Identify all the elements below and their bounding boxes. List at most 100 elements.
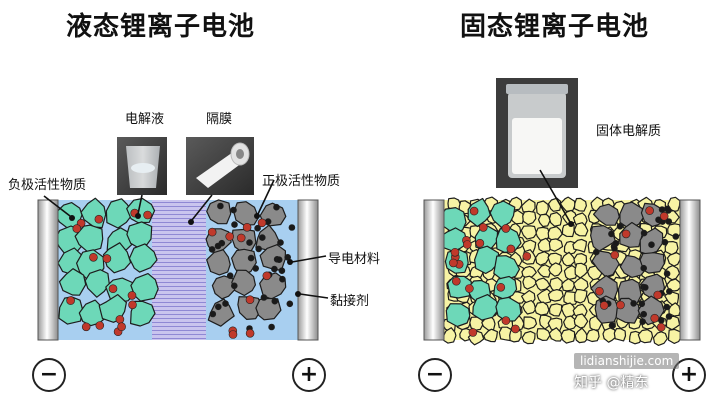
solid-electrolyte-particle	[537, 237, 552, 253]
binder-black-dot	[592, 248, 600, 256]
anode-particle	[467, 197, 491, 228]
solid-electrolyte-particle	[637, 329, 654, 344]
anode-particle	[489, 200, 516, 229]
solid-electrolyte-particle	[498, 326, 514, 342]
solid-electrolyte-particle	[522, 275, 538, 290]
anode-particle	[105, 198, 134, 229]
conductive-red-dot	[245, 295, 255, 305]
solid-electrolyte-particle	[666, 252, 681, 267]
binder-black-dot	[246, 239, 253, 246]
conductive-red-dot	[448, 258, 458, 268]
binder-black-dot	[661, 238, 669, 246]
solid-electrolyte-particle	[483, 328, 498, 343]
conductive-red-dot	[245, 328, 255, 338]
anode-particle	[130, 300, 156, 327]
conductive-dots-solid	[448, 205, 680, 337]
anode-particles-solid	[439, 197, 522, 328]
solid-electrolyte-particle	[537, 213, 551, 228]
label-cathode-material: 正极活性物质	[262, 174, 341, 189]
solid-electrolyte-particle	[667, 328, 683, 344]
conductive-red-dot	[117, 322, 126, 332]
solid-electrolyte-particle	[536, 288, 553, 305]
conductive-red-dot	[616, 300, 625, 310]
cathode-particle	[259, 244, 286, 271]
binder-black-dot	[278, 267, 286, 275]
cathode-particle	[594, 295, 620, 324]
binder-black-dot	[658, 206, 666, 213]
solid-electrolyte-particle	[548, 238, 564, 252]
solid-electrolyte-particle	[560, 328, 576, 344]
binder-black-dot	[665, 313, 673, 320]
solid-electrolyte-particle	[667, 196, 681, 213]
cathode-particle	[619, 221, 644, 248]
binder-black-dot	[608, 322, 616, 329]
anode-particle	[74, 224, 104, 253]
binder-black-dot	[641, 284, 649, 291]
solid-electrolyte-particle	[574, 327, 589, 344]
solid-electrolyte-particle	[521, 330, 536, 345]
conductive-red-dot	[478, 223, 488, 232]
anode-particle	[58, 296, 84, 325]
binder-black-dot	[260, 294, 268, 301]
binder-black-dot	[247, 254, 255, 262]
binder-black-dot	[275, 256, 283, 264]
conductive-red-dot	[650, 313, 660, 323]
label-electrolyte: 电解液	[125, 112, 165, 127]
solid-electrolyte-particle	[573, 313, 589, 329]
solid-electrolyte-particle	[548, 262, 563, 277]
conductive-red-dot	[462, 240, 472, 249]
binder-black-dot	[672, 233, 680, 240]
cathode-particle	[206, 249, 231, 276]
conductive-red-dot	[659, 212, 669, 221]
cathode-particle	[206, 199, 232, 225]
label-solid-electrolyte: 固体电解质	[596, 124, 662, 139]
binder-black-dot	[271, 297, 279, 305]
solid-electrolyte-particle	[537, 264, 552, 278]
conductive-red-dot	[66, 296, 75, 305]
binder-black-dot	[648, 241, 655, 248]
current-collector-negative-liquid	[37, 199, 59, 341]
negative-terminal-liquid: −	[32, 358, 66, 392]
conductive-red-dot	[257, 218, 267, 228]
binder-black-dot	[273, 203, 280, 211]
conductive-red-dot	[469, 206, 479, 216]
solid-electrolyte-particle	[574, 288, 588, 304]
anode-particle	[128, 243, 158, 273]
solid-electrolyte-particle	[536, 328, 551, 341]
cathode-particle	[592, 203, 620, 226]
binder-black-dot	[230, 206, 237, 214]
anode-particle	[130, 273, 159, 302]
binder-black-dot	[271, 265, 278, 273]
anode-particle	[126, 221, 153, 248]
binder-black-dot	[640, 264, 648, 272]
conductive-red-dot	[207, 227, 217, 237]
binder-black-dot	[252, 265, 259, 272]
anode-particle	[493, 275, 518, 300]
solid-electrolyte-particle	[549, 276, 564, 292]
solid-electrolyte-particle	[548, 303, 563, 317]
solid-electrolyte-particle	[534, 277, 551, 291]
conductive-red-dot	[450, 248, 460, 257]
binder-black-dot	[608, 230, 615, 238]
solid-electrolyte-particle	[535, 200, 549, 216]
conductive-red-dot	[225, 232, 234, 241]
cathode-particle	[231, 269, 256, 297]
binder-black-dot	[277, 239, 284, 246]
binder-black-dot	[215, 303, 222, 311]
solid-electrolyte-particle	[613, 328, 627, 342]
conductive-red-dot	[645, 206, 654, 215]
solid-electrolyte-particle	[548, 211, 563, 227]
conductive-red-dot	[94, 214, 104, 224]
binder-black-dot	[286, 300, 294, 308]
conductive-dots-liquid	[66, 202, 296, 339]
conductive-red-dot	[511, 324, 520, 334]
anode-particle	[472, 294, 500, 321]
positive-terminal-liquid: +	[292, 358, 326, 392]
conductive-red-dot	[115, 315, 125, 324]
binder-black-dot	[611, 245, 618, 252]
solid-electrolyte-particle	[522, 210, 537, 226]
conductive-red-dot	[102, 254, 112, 263]
solid-electrolyte-particle	[652, 331, 668, 346]
watermark-site: lidianshijie.com	[574, 353, 680, 369]
